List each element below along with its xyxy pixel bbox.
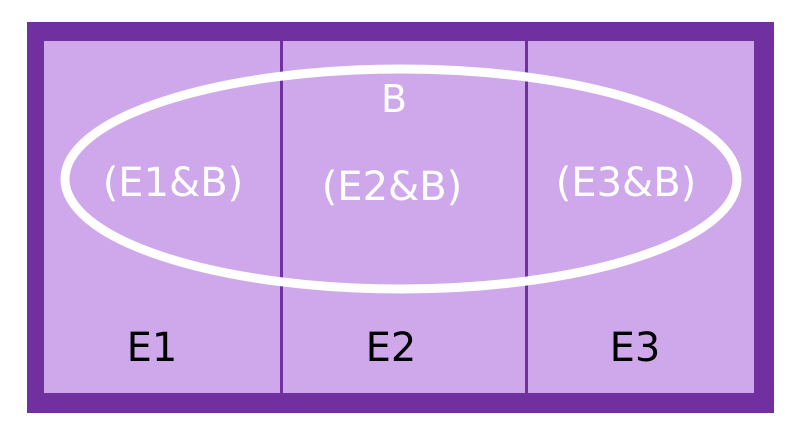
partition-e3-label: E3 [610, 325, 661, 371]
intersection-e1-b-label: (E1&B) [103, 160, 244, 206]
partition-e1-label: E1 [127, 325, 178, 371]
intersection-e3-b-label: (E3&B) [556, 160, 697, 206]
partition-e2-label: E2 [366, 325, 417, 371]
intersection-e2-b-label: (E2&B) [322, 164, 463, 210]
event-b-label: B [381, 77, 407, 121]
event-b-ellipse [60, 64, 742, 294]
